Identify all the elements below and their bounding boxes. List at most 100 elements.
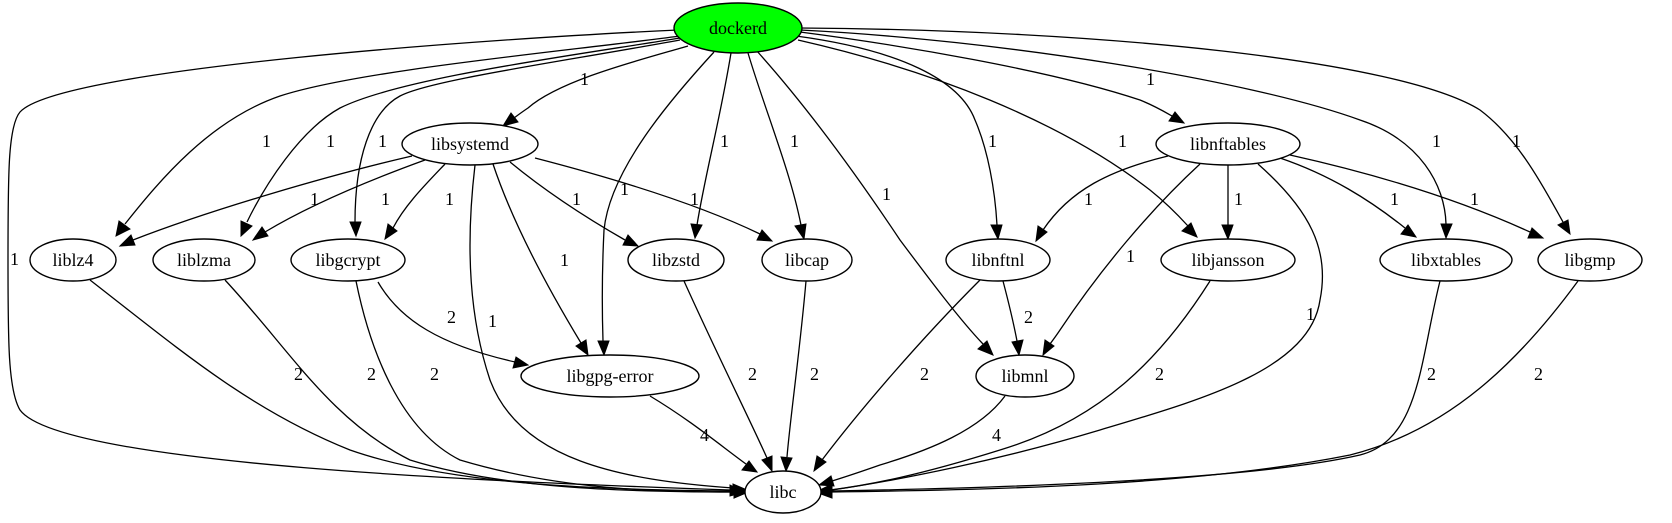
edge-libnftables-to-libmnl: 1 <box>1042 163 1201 357</box>
node-ellipse[interactable] <box>1379 238 1513 282</box>
node-libcap[interactable]: libcap <box>761 238 853 282</box>
edge-dockerd-to-libgpg-error: 1 <box>597 51 715 357</box>
edge-line <box>755 49 984 345</box>
edge-line <box>132 155 413 241</box>
node-liblzma[interactable]: liblzma <box>152 238 256 282</box>
node-label: libgpg-error <box>567 366 654 386</box>
edge-line <box>89 279 735 492</box>
edge-line <box>786 280 807 458</box>
edge-weight-label: 1 <box>620 179 629 199</box>
arrowhead <box>512 356 530 369</box>
node-libgpg-error[interactable]: libgpg-error <box>520 354 700 398</box>
node-libgcrypt[interactable]: libgcrypt <box>290 238 406 282</box>
node-ellipse[interactable] <box>744 470 822 514</box>
edge-weight-label: 1 <box>1084 189 1093 209</box>
edge-line <box>1002 280 1018 342</box>
node-libc[interactable]: libc <box>744 470 822 514</box>
arrowhead <box>990 224 1003 241</box>
node-libnftables[interactable]: libnftables <box>1155 122 1301 166</box>
node-ellipse[interactable] <box>673 2 803 54</box>
edge-line <box>392 163 446 229</box>
edge-weight-label: 1 <box>1146 69 1155 89</box>
edge-weight-label: 1 <box>690 189 699 209</box>
node-ellipse[interactable] <box>152 238 256 282</box>
node-ellipse[interactable] <box>401 122 539 166</box>
node-libzstd[interactable]: libzstd <box>627 238 725 282</box>
node-ellipse[interactable] <box>975 354 1075 398</box>
edge-dockerd-to-libjansson: 1 <box>797 39 1198 238</box>
arrowhead <box>780 456 793 473</box>
node-ellipse[interactable] <box>945 238 1051 282</box>
arrowhead <box>251 226 269 241</box>
node-label: libnftables <box>1190 134 1266 154</box>
arrowhead <box>761 455 773 473</box>
edge-dockerd-to-libzstd: 1 <box>690 52 732 240</box>
edge-line <box>492 163 582 344</box>
edge-weight-label: 1 <box>1306 304 1315 324</box>
edge-libsystemd-to-liblzma: 1 <box>251 159 426 241</box>
edge-weight-label: 1 <box>1512 131 1521 151</box>
node-ellipse[interactable] <box>290 238 406 282</box>
edge-line <box>799 29 1447 225</box>
arrowhead <box>1042 339 1055 357</box>
edge-weight-label: 1 <box>378 131 387 151</box>
node-label: libcap <box>785 250 829 270</box>
edge-libgcrypt-to-libgpg-error: 2 <box>377 281 530 369</box>
edge-libxtables-to-libc: 2 <box>816 280 1441 498</box>
edge-line <box>1042 155 1169 231</box>
arrowhead <box>1168 111 1186 124</box>
edge-line <box>831 163 1324 491</box>
node-libxtables[interactable]: libxtables <box>1379 238 1513 282</box>
edge-libsystemd-to-libc: 1 <box>469 164 749 496</box>
edge-line <box>831 395 1006 482</box>
edge-libgpg-error-to-libc: 4 <box>649 395 759 473</box>
node-ellipse[interactable] <box>1155 122 1301 166</box>
edge-libcap-to-libc: 2 <box>780 280 819 473</box>
node-ellipse[interactable] <box>627 238 725 282</box>
node-ellipse[interactable] <box>761 238 853 282</box>
edge-libsystemd-to-libzstd: 1 <box>509 161 640 247</box>
node-label: libxtables <box>1411 250 1481 270</box>
edge-weight-label: 1 <box>988 131 997 151</box>
edge-weight-label: 1 <box>445 189 454 209</box>
edge-line <box>649 395 747 465</box>
edge-line <box>469 164 734 489</box>
edge-weight-label: 1 <box>381 189 390 209</box>
edge-line <box>747 52 802 226</box>
arrowhead <box>240 220 253 238</box>
arrowhead <box>1011 339 1024 357</box>
arrowhead <box>1035 225 1048 243</box>
edge-line <box>831 280 1441 492</box>
edge-weight-label: 4 <box>992 425 1001 445</box>
node-ellipse[interactable] <box>1160 238 1296 282</box>
node-ellipse[interactable] <box>29 238 117 282</box>
node-libsystemd[interactable]: libsystemd <box>401 122 539 166</box>
node-label: liblzma <box>177 250 231 270</box>
edge-weight-label: 1 <box>1126 246 1135 266</box>
edge-weight-label: 1 <box>580 69 589 89</box>
node-liblz4[interactable]: liblz4 <box>29 238 117 282</box>
edge-dockerd-to-libmnl: 1 <box>755 49 994 356</box>
edge-weight-label: 2 <box>1427 364 1436 384</box>
node-libgmp[interactable]: libgmp <box>1537 238 1643 282</box>
edge-line <box>509 161 626 241</box>
edge-dockerd-to-libgmp: 1 <box>799 27 1571 236</box>
node-libjansson[interactable]: libjansson <box>1160 238 1296 282</box>
node-ellipse[interactable] <box>1537 238 1643 282</box>
node-libmnl[interactable]: libmnl <box>975 354 1075 398</box>
edge-line <box>1049 163 1201 345</box>
edge-weight-label: 2 <box>1024 307 1033 327</box>
node-libnftnl[interactable]: libnftnl <box>945 238 1051 282</box>
edge-libnftables-to-libgmp: 1 <box>1289 154 1545 239</box>
arrowhead <box>816 486 833 499</box>
edge-dockerd-to-libnftnl: 1 <box>795 35 1003 241</box>
edge-line <box>124 35 681 225</box>
node-ellipse[interactable] <box>520 354 700 398</box>
edge-libnftables-to-libxtables: 1 <box>1279 157 1418 238</box>
edge-line <box>1289 154 1531 233</box>
edge-dockerd-to-libsystemd: 1 <box>501 45 689 127</box>
edge-weight-label: 2 <box>367 364 376 384</box>
edge-libnftables-to-libjansson: 1 <box>1221 164 1243 241</box>
node-dockerd[interactable]: dockerd <box>673 2 803 54</box>
